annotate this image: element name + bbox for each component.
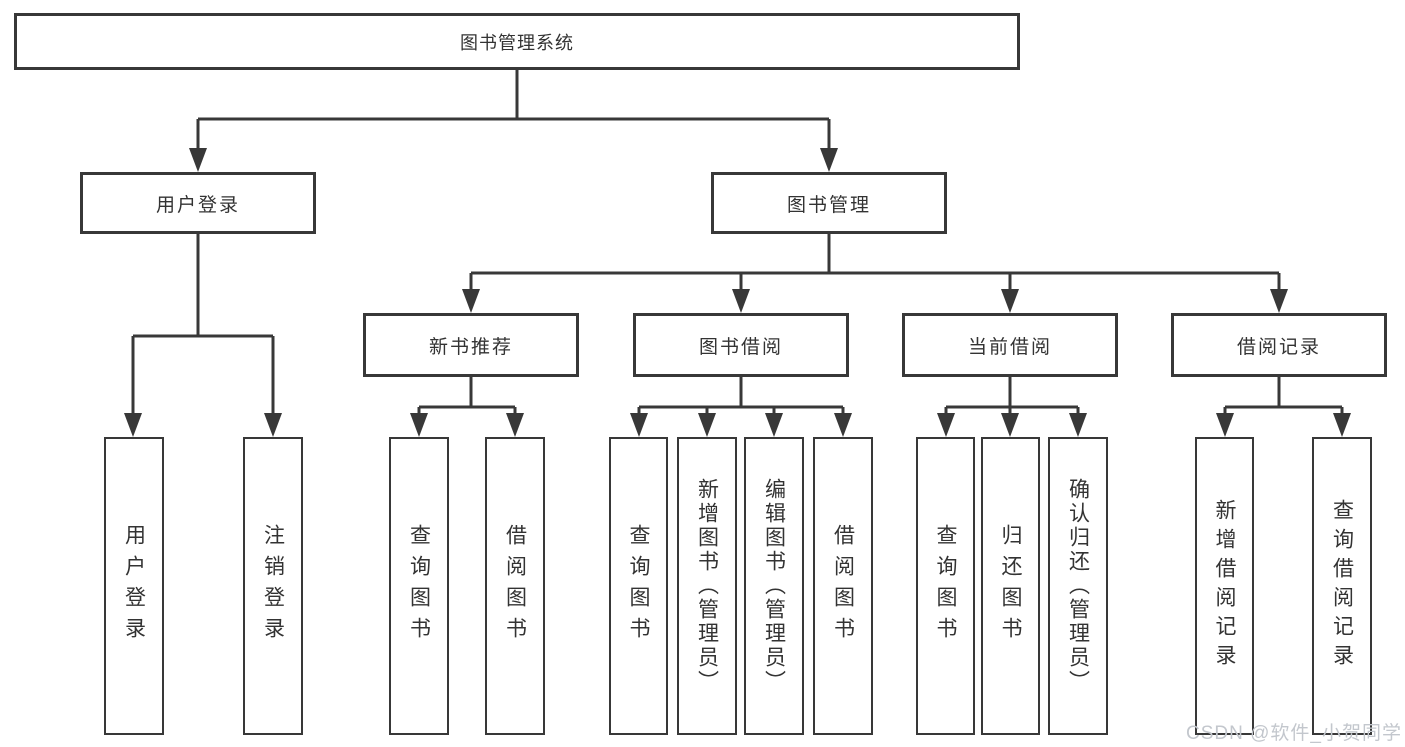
leaf-borrow-books-recommend: 借阅图书 [485, 437, 545, 735]
leaf-add-book-admin: 新增图书（管理员） [677, 437, 737, 735]
watermark: CSDN @软件_小贺同学 [1186, 723, 1402, 744]
node-book-borrow: 图书借阅 [633, 313, 849, 377]
arrowheads [124, 148, 1351, 437]
node-book-management: 图书管理 [711, 172, 947, 234]
leaf-query-books-current: 查询图书 [916, 437, 975, 735]
leaf-query-books-borrow: 查询图书 [609, 437, 668, 735]
leaf-edit-book-admin: 编辑图书（管理员） [744, 437, 804, 735]
leaf-query-books-recommend: 查询图书 [389, 437, 449, 735]
leaf-add-borrow-record: 新增借阅记录 [1195, 437, 1254, 735]
node-library-management-system: 图书管理系统 [14, 13, 1020, 70]
node-current-borrow: 当前借阅 [902, 313, 1118, 377]
leaf-return-book: 归还图书 [981, 437, 1040, 735]
leaf-query-borrow-record: 查询借阅记录 [1312, 437, 1372, 735]
node-user-login: 用户登录 [80, 172, 316, 234]
leaf-user-login: 用户登录 [104, 437, 164, 735]
leaf-confirm-return-admin: 确认归还（管理员） [1048, 437, 1108, 735]
node-borrow-records: 借阅记录 [1171, 313, 1387, 377]
leaf-borrow-books: 借阅图书 [813, 437, 873, 735]
node-new-book-recommend: 新书推荐 [363, 313, 579, 377]
leaf-logout: 注销登录 [243, 437, 303, 735]
